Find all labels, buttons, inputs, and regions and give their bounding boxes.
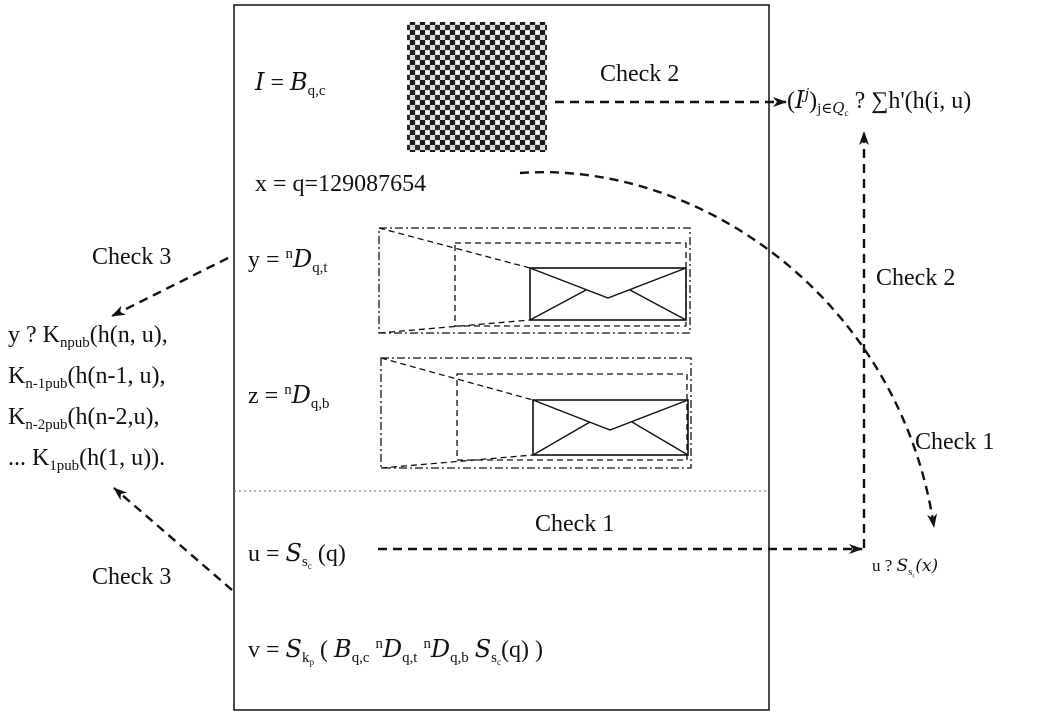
- agg-rest: h'(h(i, u): [888, 88, 972, 114]
- agg-sub-set-sub: c: [844, 108, 849, 119]
- agg-close: ): [809, 88, 818, 114]
- formula-y-sub: q,t: [312, 260, 328, 277]
- formula-v-t2-sup: n: [375, 636, 383, 653]
- formula-v-t1-sub: q,c: [351, 650, 370, 667]
- formula-u-symbol: S: [285, 539, 302, 567]
- formula-v-close: (q) ): [501, 637, 544, 663]
- check2-label-side: Check 2: [876, 265, 956, 291]
- envelope-icon: [529, 267, 687, 321]
- formula-I-sub: q,c: [307, 83, 326, 100]
- left-l2-post: (h(n-1, u),: [67, 363, 166, 389]
- left-l1-sub: npub: [59, 335, 90, 352]
- main-box: [233, 4, 770, 711]
- agg-I: I: [795, 86, 805, 114]
- ucheck-lhs: u ?: [872, 556, 897, 575]
- formula-v-t2-sub: q,t: [402, 650, 418, 667]
- formula-x: x = q=129087654: [255, 171, 427, 197]
- left-expr-line-3: Kn-2pub(h(n-2,u),: [8, 404, 160, 433]
- agg-sub-set: Q: [832, 99, 845, 118]
- left-l4-post: (h(1, u)).: [79, 445, 166, 471]
- agg-q: ?: [848, 88, 872, 114]
- formula-y-lhs: y =: [248, 247, 286, 273]
- formula-v-t1: B: [334, 635, 352, 663]
- left-l4-pre: ... K: [8, 445, 50, 471]
- u-check-expression: u ? Ssc(x): [872, 556, 939, 579]
- agg-sup: j: [804, 85, 810, 104]
- arrow-check3-top: [111, 256, 229, 318]
- agg-sub-j: j: [817, 101, 822, 118]
- envelope-group-y: [378, 227, 691, 334]
- agg-sub-in: ∈: [821, 101, 833, 118]
- formula-z-symbol: D: [291, 381, 311, 409]
- formula-v-t3: D: [430, 635, 451, 663]
- formula-v-t4: S: [474, 635, 492, 663]
- formula-I-eq: =: [264, 70, 291, 96]
- formula-u-sub: s: [302, 554, 308, 571]
- formula-I-lhs: I: [255, 68, 265, 96]
- ucheck-sub: s: [908, 566, 913, 578]
- check3-label-top: Check 3: [92, 244, 172, 270]
- check2-label-top: Check 2: [600, 61, 680, 87]
- check3-label-bottom: Check 3: [92, 564, 172, 590]
- arrow-check3-bottom: [113, 487, 233, 591]
- aggregate-check-expression: (Ij)j∈Qc ? ∑h'(h(i, u): [787, 85, 972, 118]
- ucheck-subsub: c: [912, 571, 916, 579]
- formula-u-lhs: u =: [248, 541, 286, 567]
- envelope-group-z: [380, 357, 692, 469]
- arrow-check1-curve: [519, 170, 938, 528]
- left-l1-post: (h(n, u),: [89, 322, 168, 348]
- formula-I-symbol: B: [290, 68, 308, 96]
- left-l3-post: (h(n-2,u),: [67, 404, 160, 430]
- left-expr-line-1: y ? Knpub(h(n, u),: [8, 322, 168, 351]
- formula-y-sup: n: [285, 246, 293, 263]
- formula-z-sup: n: [284, 382, 292, 399]
- agg-sum: ∑: [871, 88, 889, 114]
- envelope-icon: [532, 399, 689, 456]
- formula-z-lhs: z =: [248, 383, 285, 409]
- left-expr-line-4: ... K1pub(h(1, u)).: [8, 445, 166, 474]
- formula-z-sub: q,b: [310, 396, 330, 413]
- formula-y-symbol: D: [292, 245, 313, 273]
- left-l3-pre: K: [8, 404, 26, 430]
- check1-label-side: Check 1: [915, 429, 995, 455]
- formula-I: I = Bq,c: [255, 68, 325, 99]
- left-l2-pre: K: [8, 363, 26, 389]
- formula-v: v = Skp ( Bq,c nDq,t nDq,b Ssc(q) ): [248, 635, 544, 667]
- formula-v-t4-subsub: c: [496, 657, 502, 668]
- formula-v-t3-sub: q,b: [450, 650, 469, 667]
- formula-u-rhs: (q): [311, 541, 346, 567]
- formula-v-t3-sup: n: [423, 636, 431, 653]
- formula-z: z = nDq,b: [248, 381, 329, 412]
- ucheck-symbol: S: [896, 556, 909, 576]
- formula-v-t2: D: [382, 635, 403, 663]
- check1-label-mid: Check 1: [535, 511, 615, 537]
- formula-y: y = nDq,t: [248, 245, 328, 276]
- formula-v-subsub: p: [309, 657, 315, 668]
- left-l1-pre: y ? K: [8, 322, 60, 348]
- formula-v-lhs: v =: [248, 637, 286, 663]
- barcode-image: [407, 22, 547, 152]
- formula-v-open: (: [314, 637, 335, 663]
- formula-v-sub: k: [302, 650, 310, 667]
- left-expr-line-2: Kn-1pub(h(n-1, u),: [8, 363, 166, 392]
- agg-open: (: [787, 88, 795, 114]
- formula-v-symbol: S: [285, 635, 302, 663]
- formula-v-t4-sub: s: [491, 650, 497, 667]
- left-l4-sub: 1pub: [49, 458, 80, 475]
- formula-u-subsub: c: [307, 561, 312, 572]
- ucheck-arg: (x): [915, 556, 939, 576]
- left-l3-sub: n-2pub: [25, 417, 68, 434]
- left-l2-sub: n-1pub: [25, 376, 68, 393]
- formula-u: u = Ssc (q): [248, 539, 346, 571]
